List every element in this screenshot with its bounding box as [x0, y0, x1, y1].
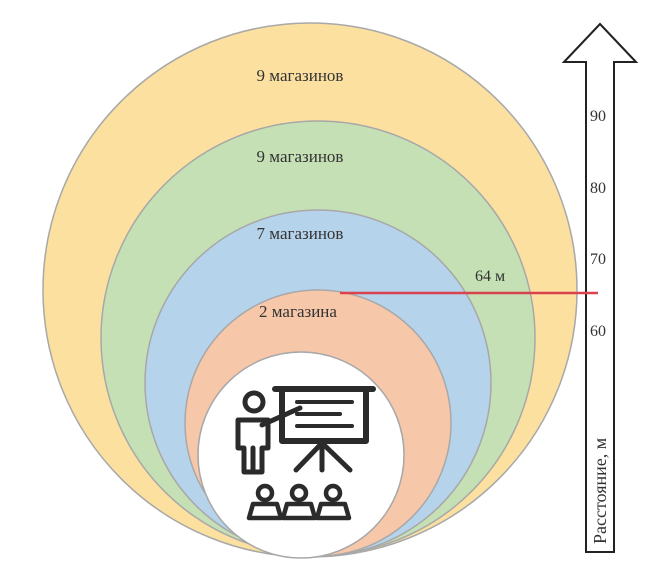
- axis-title: Расстояние, м: [590, 438, 610, 544]
- axis-tick-90: 90: [590, 108, 606, 125]
- axis-tick-80: 80: [590, 180, 606, 197]
- ring-label-second: 9 магазинов: [257, 147, 344, 166]
- axis-tick-70: 70: [590, 251, 606, 268]
- audience-icon: [246, 483, 352, 521]
- ring-label-third: 7 магазинов: [257, 224, 344, 243]
- ring-label-outer: 9 магазинов: [257, 66, 344, 85]
- presenter-with-board-icon: [235, 386, 376, 475]
- distance-axis-arrow: [561, 22, 639, 553]
- distance-marker-label: 64 м: [475, 268, 505, 285]
- ring-center: [197, 351, 405, 559]
- ring-label-fourth: 2 магазина: [259, 302, 337, 321]
- axis-tick-60: 60: [590, 323, 606, 340]
